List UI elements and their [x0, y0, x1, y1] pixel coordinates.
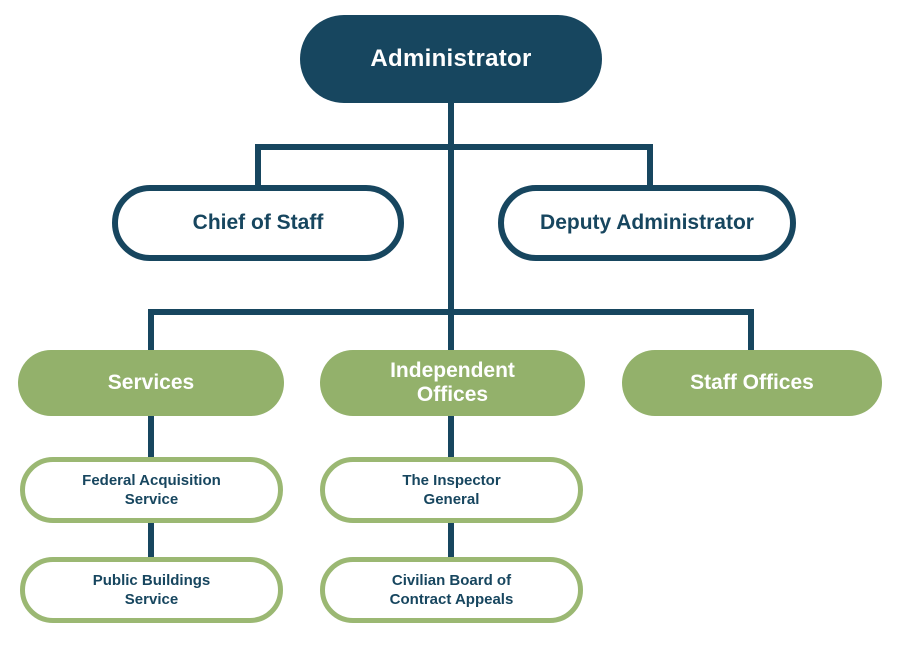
- org-node-chief-of-staff: Chief of Staff: [112, 185, 404, 261]
- connector-bus-level2: [255, 144, 653, 150]
- org-node-administrator: Administrator: [300, 15, 602, 103]
- org-node-deputy-administrator-label: Deputy Administrator: [540, 211, 754, 234]
- org-node-deputy-administrator: Deputy Administrator: [498, 185, 796, 261]
- org-node-services-label: Services: [107, 370, 195, 394]
- org-node-independent-offices-label: Independent Offices: [390, 358, 515, 406]
- connector-ig-contract-appeals: [448, 521, 454, 559]
- org-node-public-buildings-service-label: Public Buildings Service: [92, 571, 211, 609]
- org-node-civilian-board-of-contract-appeals: Civilian Board of Contract Appeals: [320, 557, 583, 623]
- connector-bus-level3: [148, 309, 754, 315]
- connector-io-inspector-general: [448, 414, 454, 459]
- org-node-federal-acquisition-service-label: Federal Acquisition Service: [82, 471, 221, 509]
- org-node-independent-offices: Independent Offices: [320, 350, 585, 416]
- org-node-federal-acquisition-service: Federal Acquisition Service: [20, 457, 283, 523]
- org-node-staff-offices-label: Staff Offices: [690, 370, 814, 394]
- org-node-the-inspector-general: The Inspector General: [320, 457, 583, 523]
- org-node-chief-of-staff-label: Chief of Staff: [192, 211, 324, 234]
- org-node-the-inspector-general-label: The Inspector General: [402, 471, 501, 509]
- org-node-public-buildings-service: Public Buildings Service: [20, 557, 283, 623]
- connector-drop-staff-offices: [748, 309, 754, 352]
- connector-drop-services: [148, 309, 154, 352]
- org-node-services: Services: [18, 350, 284, 416]
- connector-fas-pbs: [148, 521, 154, 559]
- connector-drop-chief-of-staff: [255, 144, 261, 189]
- org-node-civilian-board-of-contract-appeals-label: Civilian Board of Contract Appeals: [389, 571, 514, 609]
- org-node-staff-offices: Staff Offices: [622, 350, 882, 416]
- connector-trunk-vertical: [448, 103, 454, 350]
- connector-services-fas: [148, 414, 154, 459]
- connector-drop-deputy-administrator: [647, 144, 653, 189]
- org-node-administrator-label: Administrator: [370, 45, 532, 72]
